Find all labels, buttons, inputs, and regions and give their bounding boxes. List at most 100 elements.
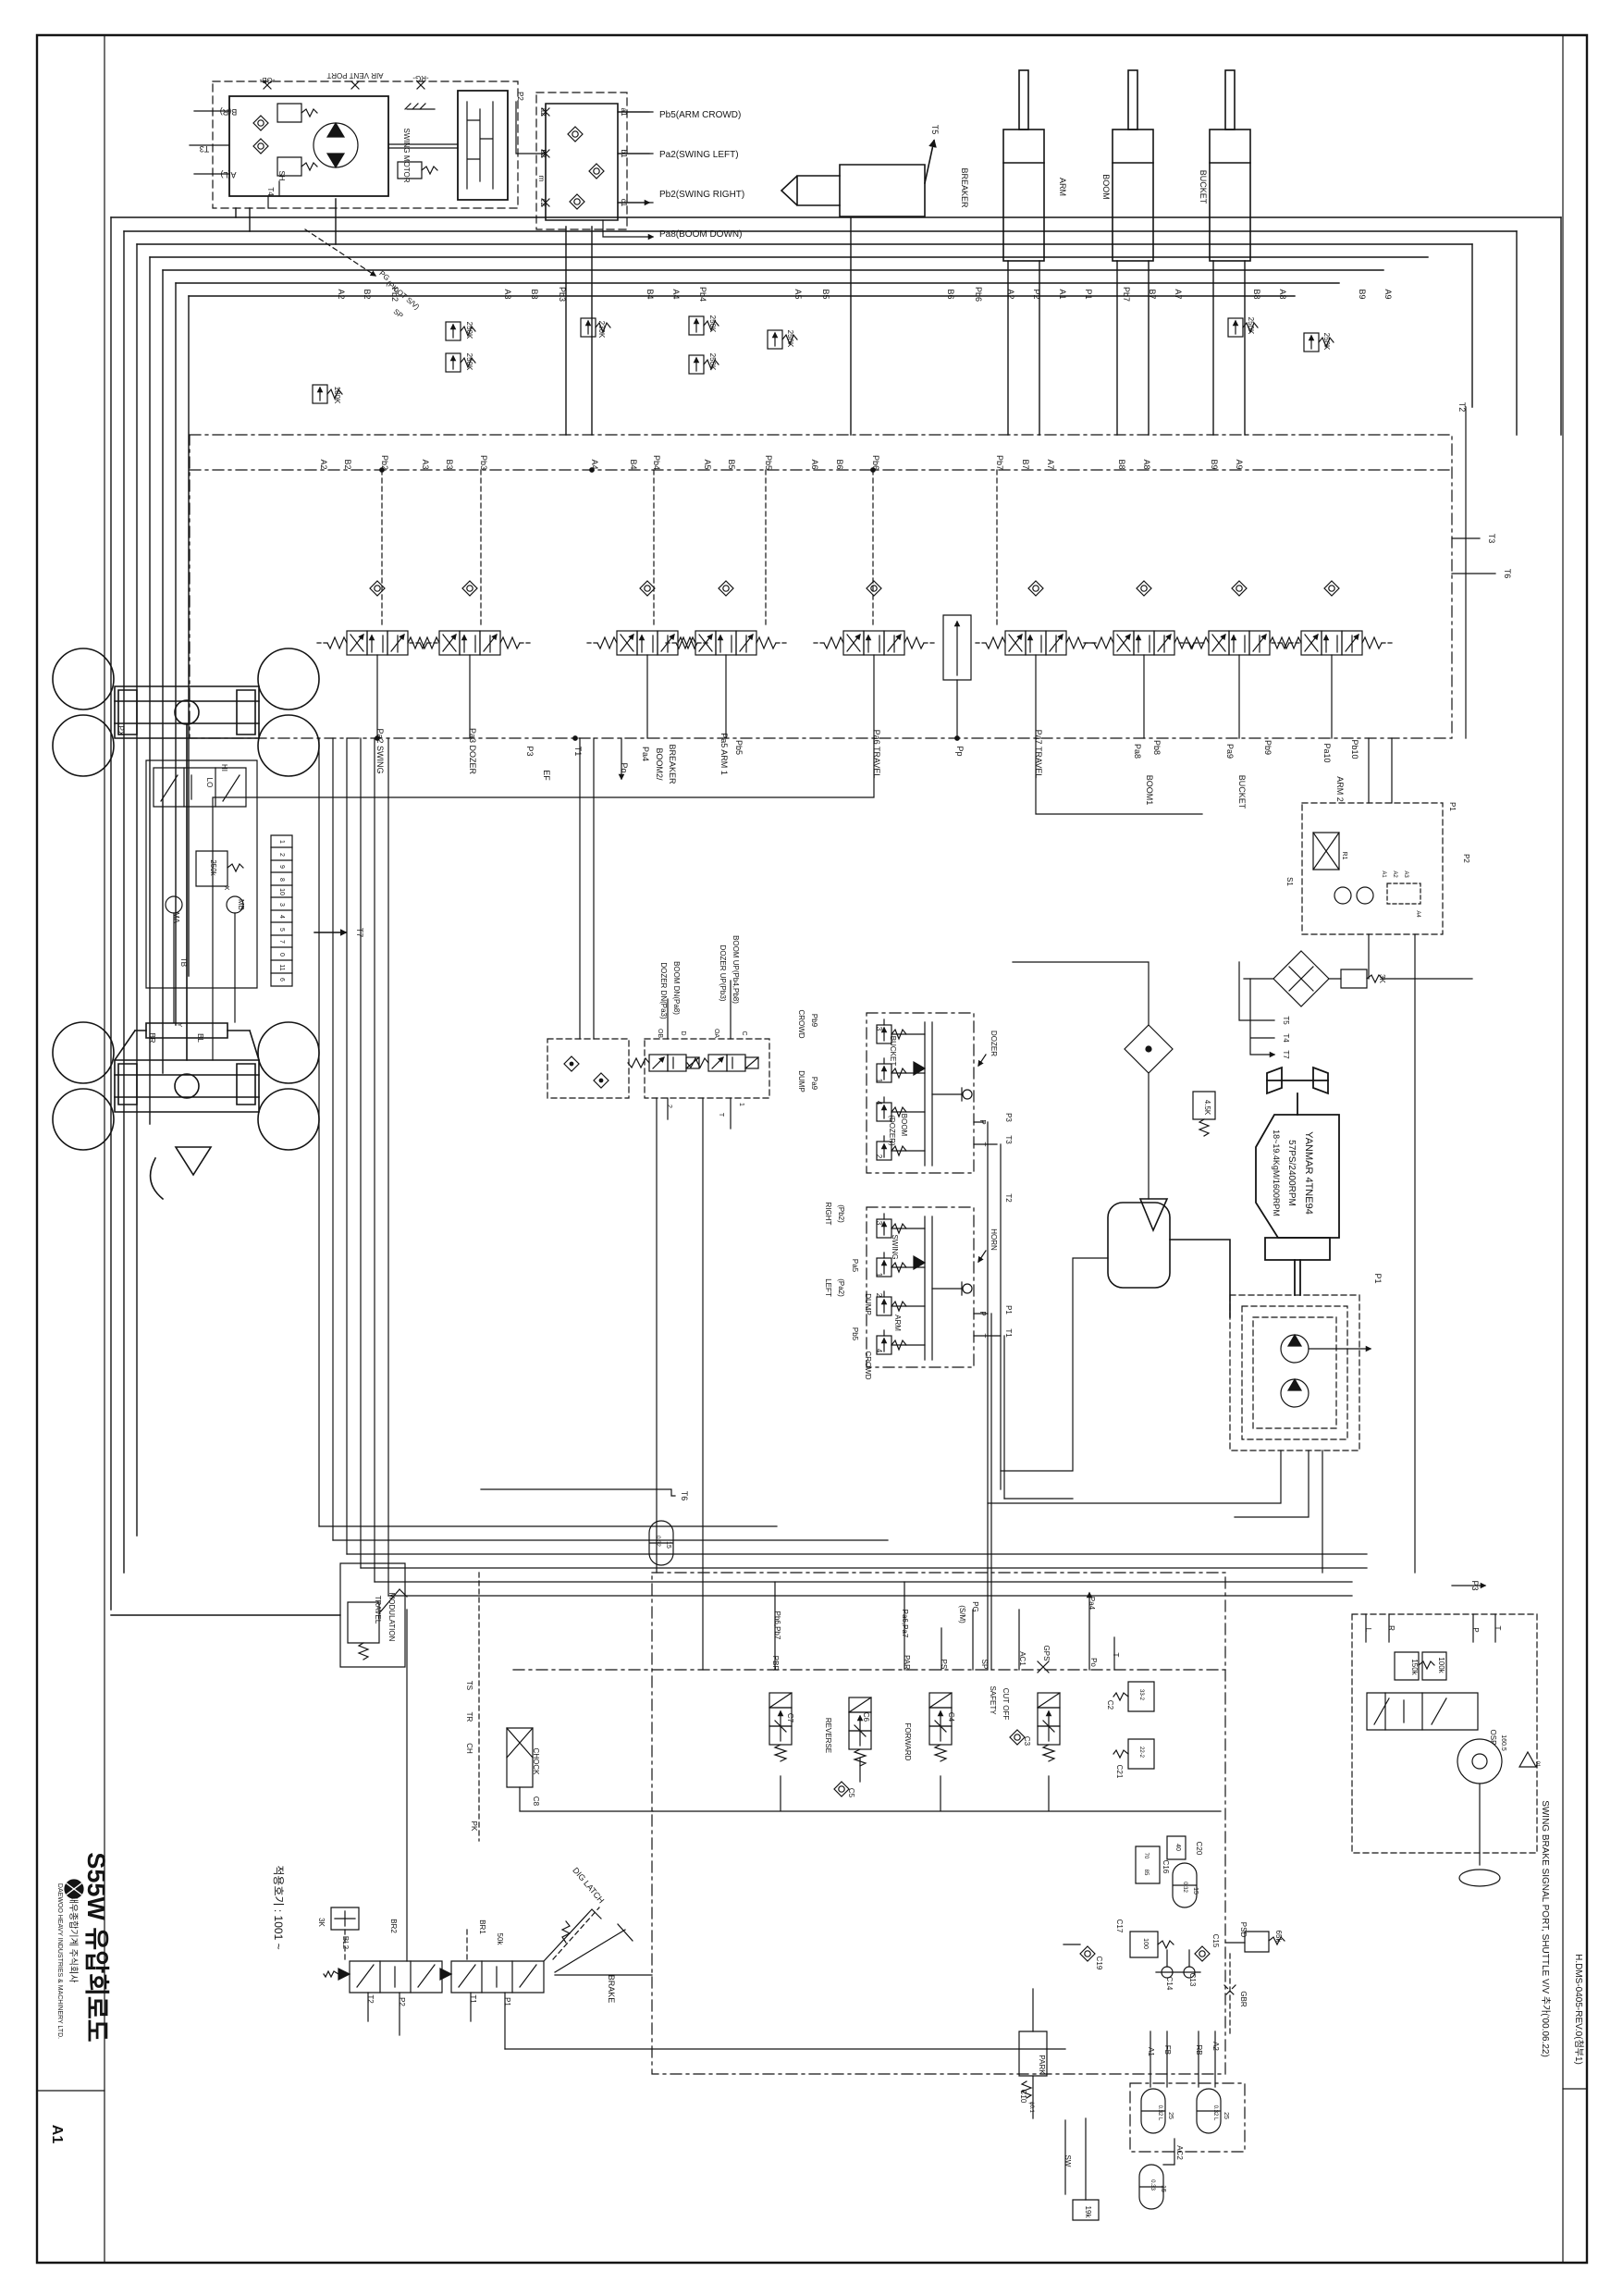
label-j2-arm: ARM — [893, 1315, 902, 1331]
label-company-en: DAEWOO HEAVY INDUSTRIES & MACHINERY LTD. — [56, 1883, 63, 2039]
label-port-b2s: b2 — [539, 150, 547, 158]
label-cn-1: 1 — [278, 840, 285, 844]
label-v65k: 65k — [1274, 1931, 1283, 1944]
label-v19k: 19k — [1084, 2206, 1092, 2219]
label-breaker2-label: BREAKER — [668, 744, 677, 784]
label-cooler-3k: 3K — [1378, 974, 1386, 983]
label-mcv-pb6: Pb6 — [871, 455, 880, 470]
label-osp-size: 160.5 — [1500, 1734, 1506, 1751]
label-sw: SW — [1064, 2155, 1072, 2167]
label-par: PAR — [903, 1655, 911, 1670]
label-gb-port: -GB- — [259, 76, 275, 84]
label-swing-motor: SWING MOTOR — [402, 129, 411, 183]
label-pilot-sv: (PILOT S/V) — [385, 279, 421, 312]
label-j2-pb5: Pb5 — [851, 1327, 859, 1341]
pilot-line-bundle — [213, 738, 1367, 1670]
label-c13: C13 — [1188, 1973, 1197, 1987]
label-acc1b: 25 — [1167, 2112, 1174, 2119]
label-a1-r: A1 — [1381, 870, 1386, 878]
label-br2: BR2 — [389, 1919, 398, 1933]
label-top-a2b: A2 — [1006, 289, 1015, 299]
mcv-section-arm1 — [666, 631, 786, 655]
label-top-pb4: Pb4 — [698, 287, 707, 302]
label-j2-crowd: CROWD — [864, 1351, 872, 1379]
label-st-100k: 100k — [1437, 1657, 1445, 1673]
label-sol-dozer-up: DOZER UP(Pb3) — [719, 945, 727, 1002]
label-trav-mod1: TRAVEL — [374, 1596, 382, 1624]
label-top-b9: B9 — [1358, 289, 1367, 299]
label-j1-p: P — [978, 1119, 987, 1124]
label-mcv-pb5: Pb5 — [764, 455, 773, 470]
label-arm2-label: ARM 2 — [1335, 776, 1345, 802]
label-pg2: PG — [971, 1601, 979, 1612]
label-j2-t: T — [978, 1334, 987, 1339]
label-acc3a: 0.32 — [1182, 1882, 1187, 1893]
label-pa6-travel: Pa6 TRAVEL — [872, 730, 881, 779]
engine-block — [1256, 1068, 1339, 1295]
label-top-a5: A5 — [793, 289, 803, 299]
label-mcv-b8: B8 — [1117, 459, 1126, 469]
label-mcv-b9: B9 — [1210, 459, 1219, 469]
label-top-a9: A9 — [1383, 289, 1393, 299]
label-top-a8: A8 — [1278, 289, 1287, 299]
label-top-b2: B2 — [363, 289, 372, 299]
label-st-r: R — [1387, 1625, 1396, 1631]
label-j1-lever: DOZER — [990, 1031, 998, 1056]
label-pp-port: Pp — [955, 746, 965, 756]
label-brake: BRAKE — [607, 1975, 616, 2004]
label-ac1: AC1 — [1018, 1651, 1027, 1666]
label-cn-4: 4 — [278, 915, 285, 919]
label-al-port: A(L) — [220, 170, 236, 179]
label-psd: PSD — [1239, 1922, 1248, 1938]
revision-triangle-icon — [1519, 1752, 1536, 1767]
label-a2-b: A2 — [1211, 2042, 1220, 2051]
label-cn-5: 5 — [278, 928, 285, 932]
label-sheet-size: A1 — [49, 2125, 65, 2144]
mcv-section-travel-2 — [976, 631, 1096, 655]
label-t1-port: T1 — [573, 747, 583, 757]
label-v33-2: 33-2 — [1138, 1689, 1144, 1701]
label-c16: C16 — [1162, 1860, 1170, 1874]
label-tr: TR — [465, 1712, 473, 1722]
main-control-valve — [190, 407, 1495, 781]
label-j1-3: 3 — [875, 1027, 883, 1031]
label-boom-cyl: BOOM — [1101, 174, 1111, 200]
label-top-pb3: Pb3 — [558, 287, 567, 302]
label-pa8-boom-down: Pa8(BOOM DOWN) — [659, 229, 742, 240]
label-rg-port: -RG- — [412, 74, 429, 82]
label-j2-p: P — [978, 1311, 987, 1315]
label-top-a2: A2 — [337, 289, 346, 299]
label-sol-2: 2 — [666, 1105, 672, 1108]
label-t5-breaker: T5 — [930, 125, 940, 135]
label-mcv-a5: A5 — [703, 459, 712, 469]
label-cn-6: 6 — [278, 978, 285, 981]
label-boom1-label: BOOM1 — [1145, 775, 1154, 806]
label-y-port: Y — [176, 1023, 182, 1028]
label-j2-1: 1 — [875, 1273, 883, 1278]
label-t3-right: T3 — [1487, 534, 1496, 544]
label-pb10-port: Pb10 — [1350, 739, 1359, 759]
label-pa5-arm1: Pa5 ARM 1 — [719, 733, 729, 775]
label-j1-boom: BOOM — [900, 1114, 908, 1137]
label-b3k: 3K — [317, 1918, 326, 1927]
label-v100: 100 — [1142, 1938, 1149, 1949]
label-top-b4: B4 — [646, 289, 655, 299]
label-j2-3: 3 — [875, 1221, 883, 1226]
mcv-section-travel-1 — [814, 631, 934, 655]
label-pa3-dozer: Pa3 DOZER — [468, 728, 477, 775]
label-p1-pump: P1 — [1373, 1273, 1383, 1283]
label-apply-note: 적용호기 : 1001 ~ — [272, 1865, 285, 1949]
label-acc4a: 0.33 — [1150, 2179, 1155, 2191]
steering-unit — [1352, 1614, 1537, 1886]
label-mcv-pb4: Pb4 — [652, 455, 661, 470]
label-bt2: T2 — [366, 1994, 375, 2004]
label-cn-8: 8 — [278, 878, 285, 882]
main-bus-lines — [111, 199, 1561, 1615]
label-mcv-a9: A9 — [1235, 459, 1244, 469]
label-cn-11: 11 — [278, 964, 285, 970]
label-c20: C20 — [1195, 1842, 1203, 1856]
rear-axle-assembly — [52, 1021, 320, 1199]
label-top-a3: A3 — [503, 289, 512, 299]
label-pa8-port: Pa8 — [1133, 744, 1142, 759]
label-s1: S1 — [1285, 877, 1294, 886]
